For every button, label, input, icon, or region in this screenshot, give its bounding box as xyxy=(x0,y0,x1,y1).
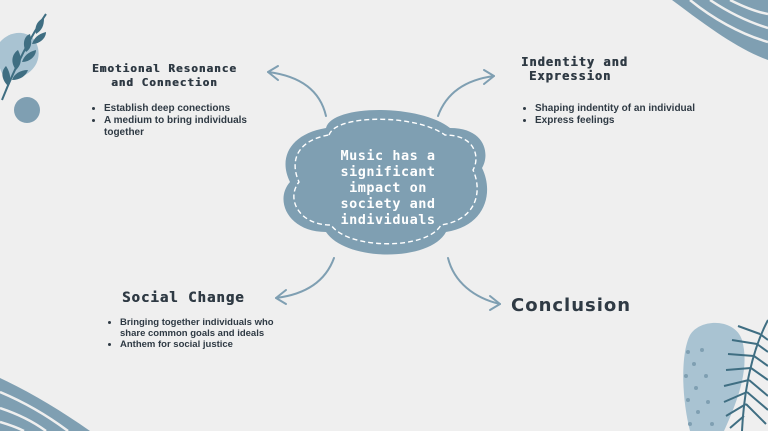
bullet-item: Express feelings xyxy=(535,115,735,127)
central-topic-line: Music has a xyxy=(340,148,436,164)
conclusion-node-title: Conclusion xyxy=(511,295,632,316)
arrow-to-emotional xyxy=(267,65,327,117)
central-topic-line: impact on xyxy=(349,180,427,196)
central-topic-line: significant xyxy=(340,164,436,180)
emotional-node-title: Emotional Resonance and Connection xyxy=(92,62,237,90)
identity-node-bullets: Shaping indentity of an individual Expre… xyxy=(523,103,735,127)
emotional-title-line: and Connection xyxy=(111,76,218,89)
bullet-item: Anthem for social justice xyxy=(120,339,290,350)
leaf-decoration-top-left xyxy=(0,13,47,123)
arrow-to-identity xyxy=(437,69,495,117)
central-topic-line: society and xyxy=(340,196,436,212)
social-title-line: Social Change xyxy=(122,290,245,306)
emotional-title-line: Emotional Resonance xyxy=(92,62,237,75)
central-topic: Music has a significant impact on societ… xyxy=(315,148,461,228)
social-node-title: Social Change xyxy=(122,290,245,306)
bullet-item: Establish deep conections xyxy=(104,103,284,115)
identity-title-line: Indentity and xyxy=(521,55,628,69)
emotional-node-bullets: Establish deep conections A medium to br… xyxy=(92,103,284,139)
wave-decoration-top-right xyxy=(672,0,768,60)
center-shape xyxy=(283,110,488,255)
wave-decoration-bottom-left xyxy=(0,378,90,431)
identity-title-line: Expression xyxy=(529,69,612,83)
bullet-item: A medium to bring individuals together xyxy=(104,115,284,139)
leaf-decoration-bottom-right xyxy=(683,319,768,431)
arrow-to-social xyxy=(275,257,335,305)
arrow-to-conclusion xyxy=(447,257,501,311)
bullet-item: Bringing together individuals who share … xyxy=(120,317,290,339)
central-topic-line: individuals xyxy=(340,212,436,228)
social-node-bullets: Bringing together individuals who share … xyxy=(108,317,290,350)
identity-node-title: Indentity and Expression xyxy=(521,55,628,83)
bullet-item: Shaping indentity of an individual xyxy=(535,103,735,115)
